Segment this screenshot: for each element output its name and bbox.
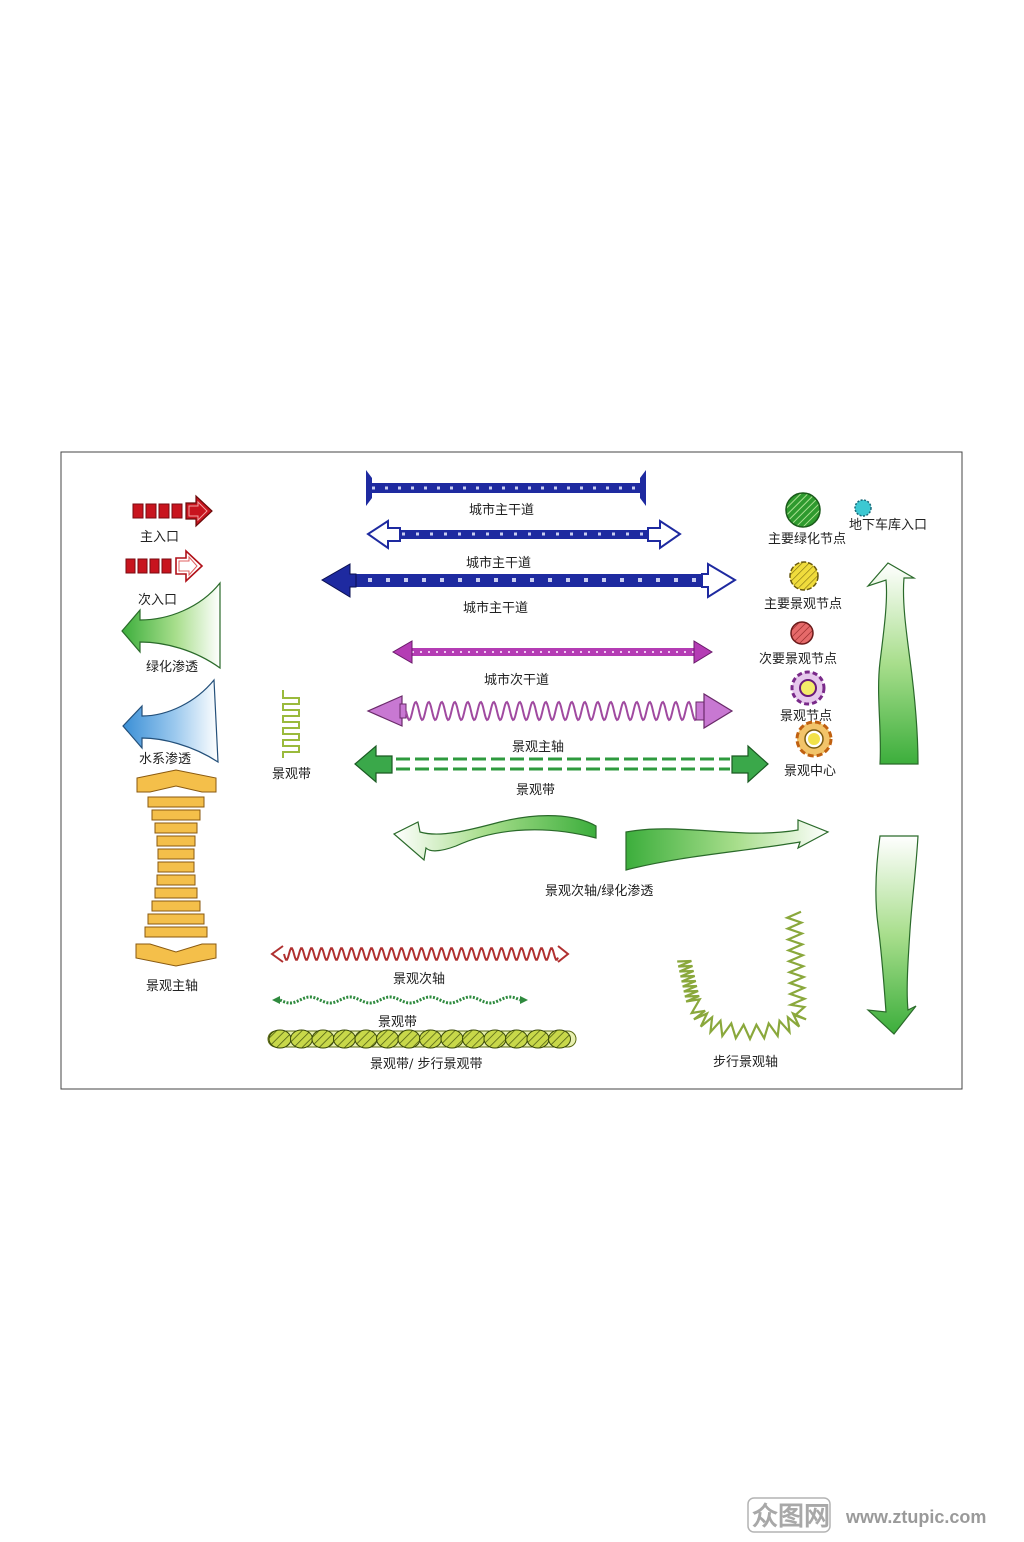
landscape-main-axis-label: 景观主轴 [512,740,564,755]
underground-garage-label: 地下车库入口 [849,517,927,533]
water-infiltration-icon [122,678,219,764]
green-infiltration-label: 绿化渗透 [146,660,198,675]
city-main-road-1-label: 城市主干道 [469,502,534,518]
city-main-road-3-label: 城市主干道 [463,600,528,616]
chain-link [376,1029,399,1049]
main-green-node-icon [785,492,821,528]
chain-link [440,1029,464,1049]
main-entrance-arrow-icon [132,494,213,528]
landscape-center-icon [795,720,833,758]
main-entrance-label: 主入口 [140,530,179,545]
walking-axis-label: 步行景观轴 [713,1055,778,1070]
secondary-entrance-label: 次入口 [138,592,177,608]
chain-link [397,1029,421,1049]
city-main-road-1-line [366,470,646,506]
secondary-axis-right-arrow-icon [625,819,830,871]
city-main-road-3-line [321,562,737,599]
chain-link [311,1029,335,1049]
vertical-green-down-arrow-icon [866,835,919,1035]
landscape-belt-label: 景观带 [516,783,555,798]
landscape-main-axis-wave-line [366,692,734,730]
chain-link [505,1029,528,1049]
water-infiltration-label: 水系渗透 [139,752,191,767]
chain-link [462,1029,485,1049]
underground-garage-icon [854,499,872,517]
landscape-main-axis-stack-icon [135,769,217,967]
chain-link [419,1029,442,1049]
city-secondary-road-line [392,640,713,664]
landscape-belt-dashed-line [354,744,769,784]
chain-link [268,1029,292,1049]
main-landscape-node-icon [789,561,819,591]
landscape-secondary-axis-line [270,945,570,963]
main-landscape-node-label: 主要景观节点 [764,597,842,612]
vertical-green-up-arrow-icon [866,562,919,765]
secondary-landscape-node-icon [790,621,814,645]
landscape-node-label: 景观节点 [780,709,832,724]
walking-belt-chain [267,1029,577,1049]
walking-axis-zigzag-icon [677,910,808,1042]
watermark-url: www.ztupic.com [845,1507,986,1527]
landscape-belt-2-line [272,995,528,1005]
chain-link [290,1029,313,1049]
landscape-belt-small-label: 景观带 [272,767,311,782]
landscape-node-icon [790,670,826,706]
belt-walk-label: 景观带/ 步行景观带 [370,1057,483,1072]
chain-link [526,1029,550,1049]
landscape-belt-zigzag-icon [282,690,300,758]
main-green-node-label: 主要绿化节点 [768,532,846,547]
landscape-main-axis-left-label: 景观主轴 [146,979,198,994]
chain-link [483,1029,507,1049]
watermark: 众图网 www.ztupic.com [747,1497,986,1533]
watermark-logo-text: 众图网 [752,1501,830,1531]
landscape-belt-2-label: 景观带 [378,1015,417,1030]
landscape-secondary-axis-label: 景观次轴 [393,971,445,987]
green-infiltration-icon [121,581,221,670]
watermark-logo-icon: 众图网 [747,1497,831,1533]
secondary-entrance-arrow-icon [125,549,204,583]
chain-link [354,1029,378,1049]
secondary-axis-left-arrow-icon [392,815,597,862]
city-main-road-2-label: 城市主干道 [466,555,531,571]
secondary-axis-green-label: 景观次轴/绿化渗透 [545,883,653,899]
city-secondary-road-label: 城市次干道 [484,672,549,688]
secondary-landscape-node-label: 次要景观节点 [759,651,837,667]
chain-link [548,1029,571,1049]
landscape-center-label: 景观中心 [784,764,836,779]
city-main-road-2-line [366,519,682,550]
chain-link [333,1029,356,1049]
